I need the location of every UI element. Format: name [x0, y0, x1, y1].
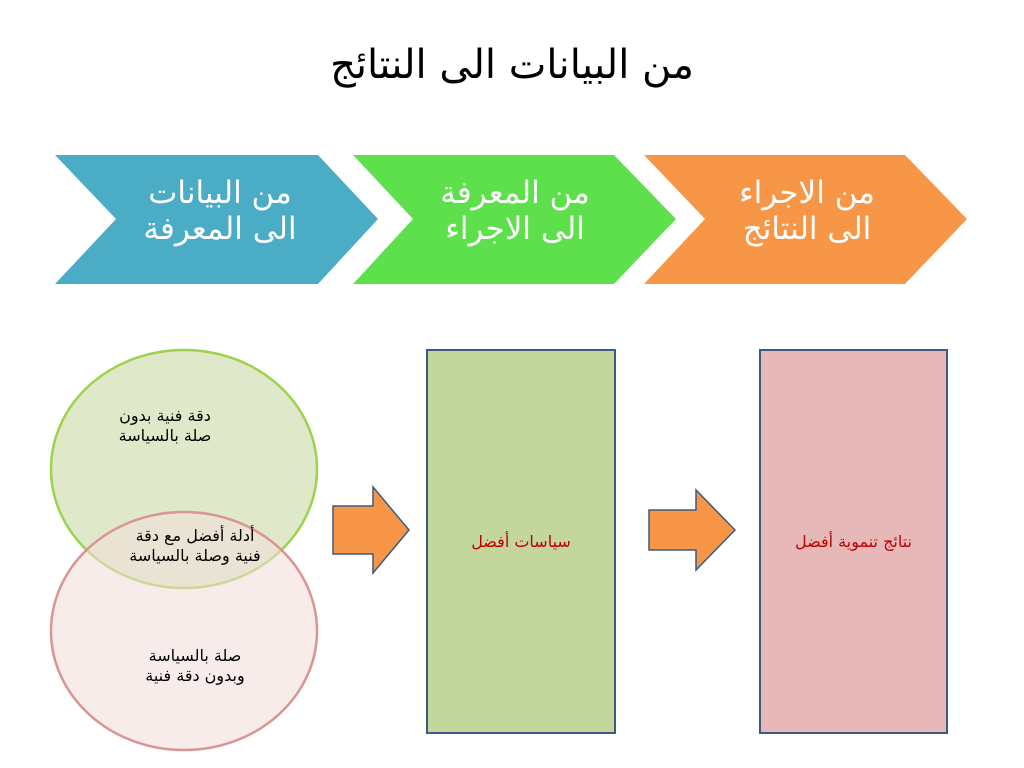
- chevron-action-to-results: [644, 155, 967, 284]
- chevron-line2: الى النتائج: [742, 211, 872, 247]
- chevron-knowledge-to-action: [353, 155, 676, 284]
- chevron-label-action-to-results: من الاجراء الى النتائج: [697, 175, 917, 247]
- chevron-line1: من البيانات: [148, 175, 292, 211]
- box-better-development-results: [759, 349, 948, 734]
- box-label-better-development-results: نتائج تنموية أفضل: [794, 532, 913, 551]
- venn-label-overlap: أدلة أفضل مع دقة فنية وصلة بالسياسة: [95, 526, 295, 566]
- venn-overlap-line2: فنية وصلة بالسياسة: [129, 546, 261, 565]
- venn-overlap-line1: أدلة أفضل مع دقة: [135, 526, 255, 545]
- slide-title: من البيانات الى النتائج: [330, 42, 694, 88]
- venn-bottom-line1: صلة بالسياسة: [148, 646, 242, 665]
- venn-bottom-line2: وبدون دقة فنية: [145, 666, 245, 685]
- chevron-data-to-knowledge: [55, 155, 378, 284]
- venn-label-policy-relevance: صلة بالسياسة وبدون دقة فنية: [100, 646, 290, 686]
- chevron-line1: من المعرفة: [440, 175, 590, 211]
- venn-top-line1: دقة فنية بدون: [119, 406, 211, 425]
- arrow-right-icon: [332, 484, 410, 576]
- chevron-line1: من الاجراء: [739, 175, 875, 211]
- chevron-label-data-to-knowledge: من البيانات الى المعرفة: [110, 175, 330, 247]
- venn-circle-policy-relevance: [49, 510, 319, 752]
- venn-label-technical-rigor: دقة فنية بدون صلة بالسياسة: [70, 406, 260, 446]
- arrow-right-icon: [648, 488, 737, 572]
- box-better-policies: [426, 349, 616, 734]
- box-label-better-policies: سياسات أفضل: [471, 532, 571, 551]
- chevron-label-knowledge-to-action: من المعرفة الى الاجراء: [405, 175, 625, 247]
- chevron-line2: الى المعرفة: [143, 211, 297, 247]
- venn-top-line2: صلة بالسياسة: [118, 426, 212, 445]
- chevron-line2: الى الاجراء: [445, 211, 585, 247]
